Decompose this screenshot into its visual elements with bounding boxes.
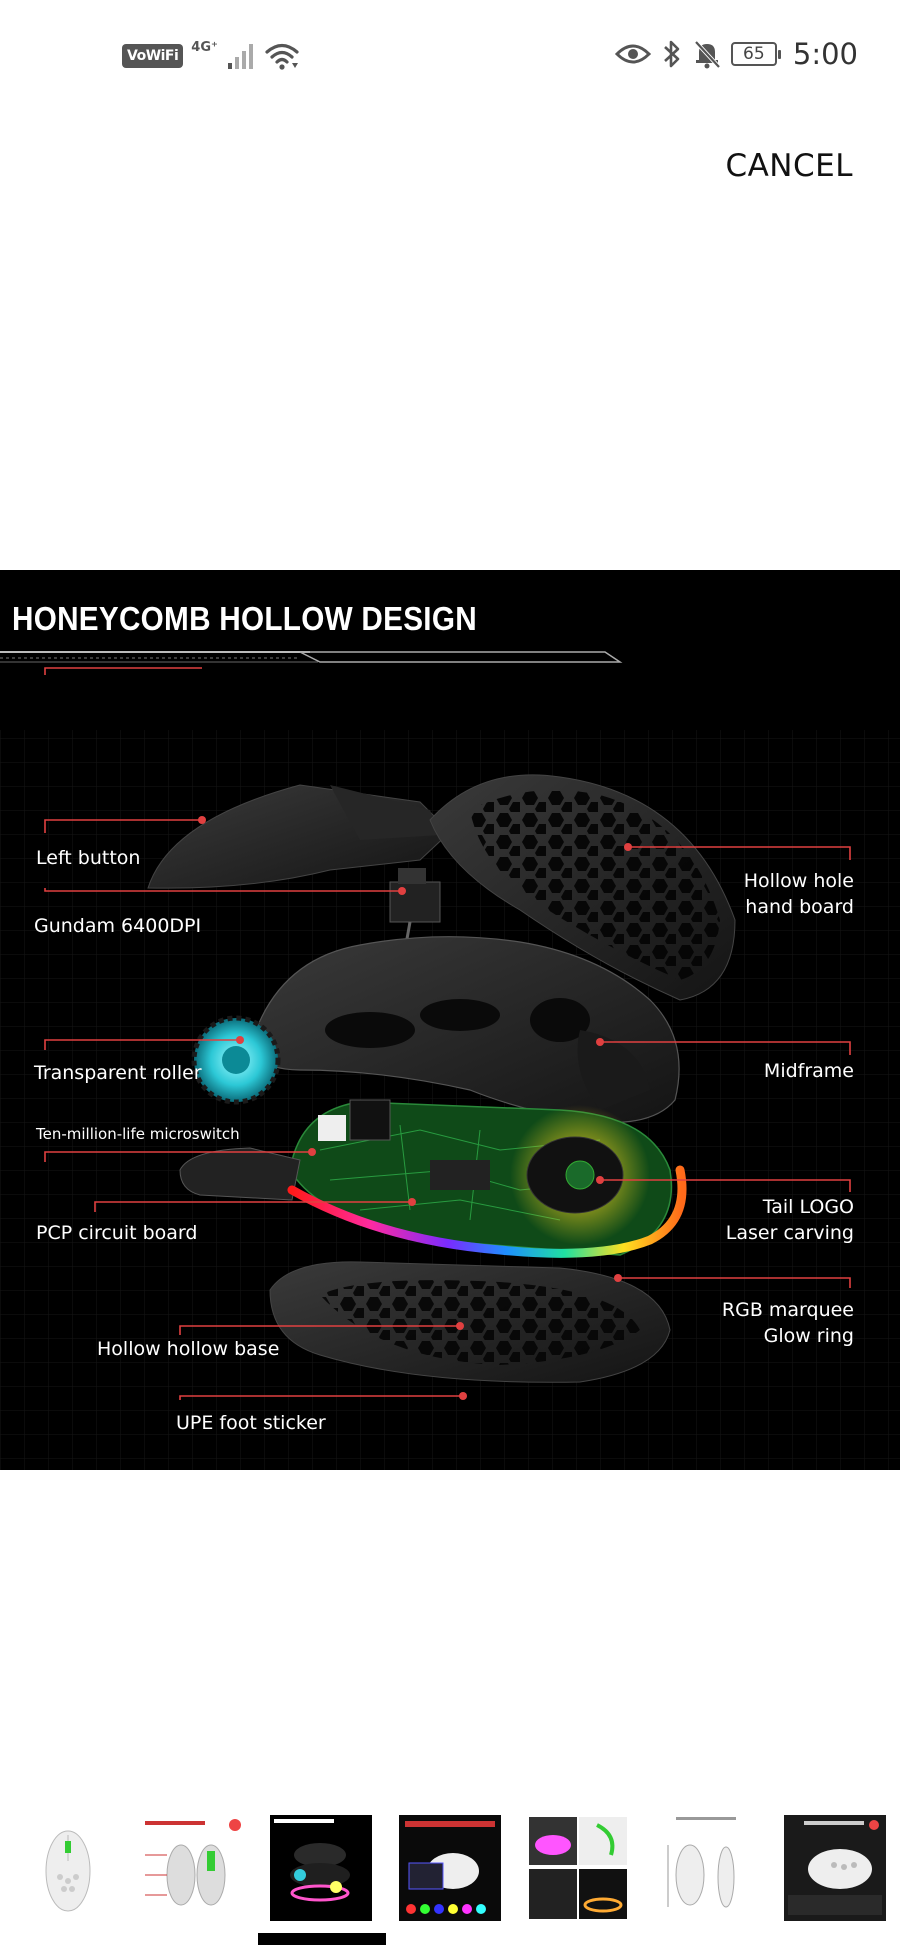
label-pcp-board: PCP circuit board	[36, 1222, 198, 1244]
label-midframe: Midframe	[763, 1060, 854, 1082]
product-image-viewer[interactable]: HONEYCOMB HOLLOW DESIGN Left button Gund…	[0, 570, 900, 1470]
label-hand-board-line1: Hollow hole	[743, 870, 854, 892]
label-foot-sticker: UPE foot sticker	[176, 1412, 326, 1434]
label-tail-logo-line2: Laser carving	[725, 1222, 854, 1244]
label-left-button: Left button	[36, 847, 141, 869]
thumbnail-4[interactable]	[399, 1815, 501, 1921]
thumbnail-5[interactable]	[527, 1815, 629, 1921]
status-left: VoWiFi 4G⁺	[122, 38, 300, 74]
status-bar: VoWiFi 4G⁺	[0, 0, 900, 110]
exploded-mouse-illustration	[0, 570, 900, 1470]
image-title: HONEYCOMB HOLLOW DESIGN	[12, 600, 477, 637]
thumbnail-3-selected[interactable]	[270, 1815, 372, 1921]
network-type: 4G⁺	[191, 40, 218, 55]
bluetooth-icon	[663, 40, 680, 68]
battery-indicator: 65	[730, 42, 781, 66]
label-hollow-base: Hollow hollow base	[97, 1338, 280, 1360]
label-hand-board: Hollow hole hand board	[744, 868, 854, 920]
battery-level: 65	[743, 44, 765, 64]
label-transparent-roller: Transparent roller	[34, 1062, 202, 1084]
thumbnail-strip	[0, 1815, 900, 1925]
label-gundam-dpi: Gundam 6400DPI	[34, 915, 202, 937]
bell-muted-icon	[694, 40, 721, 69]
selected-thumbnail-indicator	[258, 1933, 386, 1945]
thumbnail-6[interactable]	[656, 1815, 758, 1921]
status-time: 5:00	[792, 37, 858, 71]
status-right: 65 5:00	[614, 34, 858, 74]
label-tail-logo: Tail LOGO Laser carving	[726, 1194, 854, 1246]
wifi-icon	[265, 43, 299, 70]
vowifi-badge: VoWiFi	[122, 44, 184, 68]
thumbnail-2[interactable]	[141, 1815, 243, 1921]
label-tail-logo-line1: Tail LOGO	[762, 1196, 854, 1218]
label-hand-board-line2: hand board	[745, 896, 854, 918]
thumbnail-7[interactable]	[784, 1815, 886, 1921]
thumbnail-1[interactable]	[34, 1815, 136, 1921]
label-rgb-line2: Glow ring	[763, 1325, 854, 1347]
eye-icon	[614, 44, 651, 64]
signal-icon	[227, 44, 253, 69]
label-microswitch: Ten-million-life microswitch	[36, 1125, 240, 1143]
label-rgb-line1: RGB marquee	[721, 1299, 854, 1321]
label-rgb-ring: RGB marquee Glow ring	[722, 1297, 854, 1349]
cancel-button[interactable]: CANCEL	[725, 148, 853, 184]
